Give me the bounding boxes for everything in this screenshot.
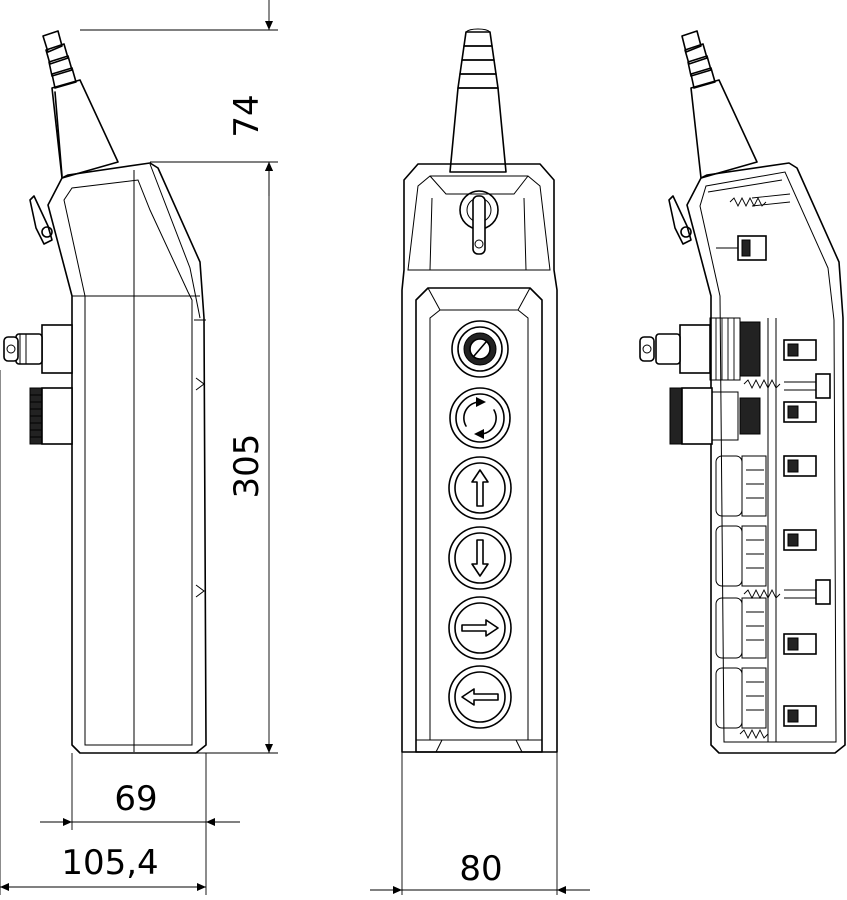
- side-cable-gland: [42, 30, 119, 179]
- button-key-selector[interactable]: [451, 320, 509, 378]
- button-right[interactable]: [448, 596, 512, 660]
- dim-label-80: 80: [459, 849, 502, 889]
- section-key-switch: [639, 317, 761, 381]
- arrow-left-icon: [461, 688, 499, 706]
- arrow-down-icon: [471, 539, 489, 577]
- side-rotary-knob: [29, 387, 73, 445]
- section-button-bodies: [715, 455, 767, 729]
- key-selector-icon: [473, 341, 487, 357]
- dimension-lines: [0, 0, 590, 895]
- button-left[interactable]: [448, 665, 512, 729]
- side-view: [3, 30, 207, 754]
- button-down[interactable]: [448, 526, 512, 590]
- dim-label-74: 74: [227, 94, 267, 137]
- dim-label-69: 69: [114, 779, 157, 819]
- section-housing: [686, 162, 846, 754]
- front-view: [401, 28, 558, 753]
- section-rotary-knob: [669, 387, 761, 445]
- front-cable-gland: [449, 28, 507, 173]
- rotate-arrows-icon: [463, 397, 497, 439]
- section-contacts: [783, 339, 817, 727]
- section-cable-gland: [681, 30, 758, 179]
- side-key-switch: [3, 324, 73, 374]
- front-housing: [401, 163, 558, 753]
- dim-label-305: 305: [227, 434, 267, 499]
- button-up[interactable]: [448, 456, 512, 520]
- arrow-right-icon: [461, 619, 499, 637]
- section-view: [639, 30, 846, 754]
- button-rotate[interactable]: [449, 387, 511, 449]
- arrow-up-icon: [471, 469, 489, 507]
- side-housing: [47, 162, 207, 754]
- dim-label-105-4: 105,4: [61, 843, 158, 883]
- front-key-lock: [459, 190, 499, 255]
- side-hanging-clip: [29, 195, 53, 245]
